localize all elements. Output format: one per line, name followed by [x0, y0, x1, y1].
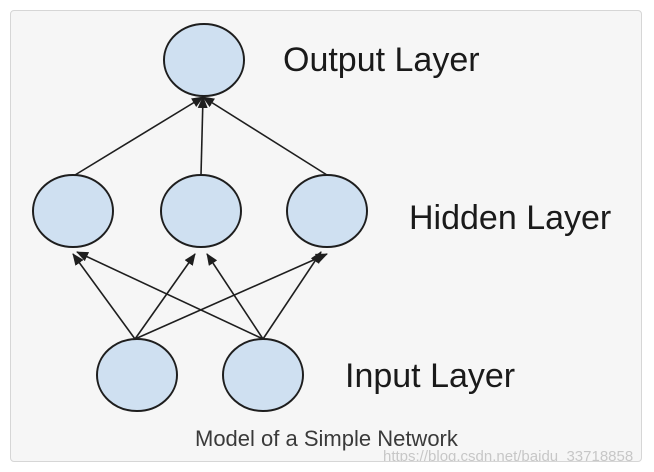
diagram-caption: Model of a Simple Network — [195, 426, 459, 451]
input-layer-label: Input Layer — [345, 357, 515, 395]
edge-hidden3-output — [202, 96, 328, 176]
edge-input2-hidden2 — [206, 253, 264, 340]
edge-input1-hidden1 — [72, 253, 136, 340]
hidden-node-1 — [32, 174, 114, 248]
input-node-2 — [222, 338, 304, 412]
output-layer-label: Output Layer — [283, 41, 480, 79]
hidden-node-3 — [286, 174, 368, 248]
figure-frame: Output Layer Hidden Layer Input Layer Mo… — [10, 10, 642, 462]
hidden-node-2 — [160, 174, 242, 248]
edge-input2-hidden1 — [76, 251, 264, 340]
input-node-1 — [96, 338, 178, 412]
edge-input1-hidden2 — [134, 253, 196, 340]
network-diagram: Output Layer Hidden Layer Input Layer Mo… — [32, 23, 633, 462]
watermark-url: https://blog.csdn.net/baidu_33718858 — [383, 448, 633, 462]
edge-hidden2-output — [197, 96, 208, 176]
edge-input1-hidden3 — [134, 253, 328, 340]
edge-hidden1-output — [74, 96, 204, 176]
output-node — [163, 23, 245, 97]
edge-input2-hidden3 — [262, 251, 322, 340]
hidden-layer-label: Hidden Layer — [409, 199, 611, 237]
